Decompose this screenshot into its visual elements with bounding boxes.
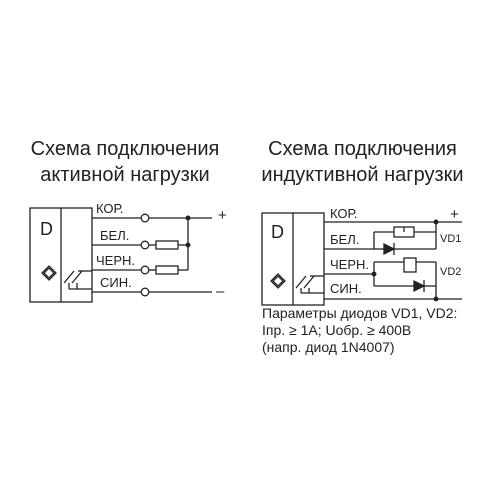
right-label-sin: СИН. [330,281,362,296]
left-terminal-3 [140,265,150,275]
left-terminal-2 [140,240,150,250]
right-sensor-symbol-icon [270,273,286,289]
right-vd1-label: VD1 [440,233,461,245]
left-minus-label: – [216,283,225,300]
left-title-line1: Схема подключения [30,138,220,160]
left-load-resistor-2 [155,265,179,275]
right-label-chern: ЧЕРН. [330,257,369,272]
left-label-kor: КОР. [96,201,123,216]
right-relay-coil-2 [403,257,417,273]
right-sensor-letter: D [271,222,284,242]
left-diagram [29,207,212,303]
right-label-bel: БЕЛ. [330,232,359,247]
left-label-sin: СИН. [100,275,132,290]
right-title-line2: индуктивной нагрузки [261,164,464,186]
left-title-line2: активной нагрузки [40,164,210,186]
left-plus-label: + [218,207,227,224]
left-title: Схема подключения активной нагрузки [20,136,230,188]
right-label-kor: КОР. [330,206,357,221]
right-diagram [261,212,462,306]
left-sensor-symbol-icon [41,265,57,281]
left-switch-icon [63,270,92,290]
left-label-bel: БЕЛ. [100,228,129,243]
left-sensor-letter: D [40,219,53,239]
left-terminal-1 [140,213,150,223]
left-terminal-4 [140,287,150,297]
right-plus-label: + [450,206,459,223]
right-title-line1: Схема подключения [268,138,457,160]
left-label-chern: ЧЕРН. [96,253,135,268]
right-vd2-label: VD2 [440,266,461,278]
note-line-3: (напр. диод 1N4007) [262,339,395,355]
note-line-1: Параметры диодов VD1, VD2: [262,305,458,321]
right-switch-icon [295,275,324,294]
right-diode-vd1-icon [383,242,396,256]
diode-parameters-note: Параметры диодов VD1, VD2: Iпр. ≥ 1А; Uо… [262,305,457,356]
right-diode-vd2-icon [413,279,426,293]
left-load-resistor-1 [155,240,179,250]
right-minus-label: – [452,290,461,307]
right-load-2 [371,257,439,302]
note-line-2: Iпр. ≥ 1А; Uобр. ≥ 400В [262,322,412,338]
right-title: Схема подключения индуктивной нагрузки [250,136,475,188]
right-load-1 [373,219,439,256]
